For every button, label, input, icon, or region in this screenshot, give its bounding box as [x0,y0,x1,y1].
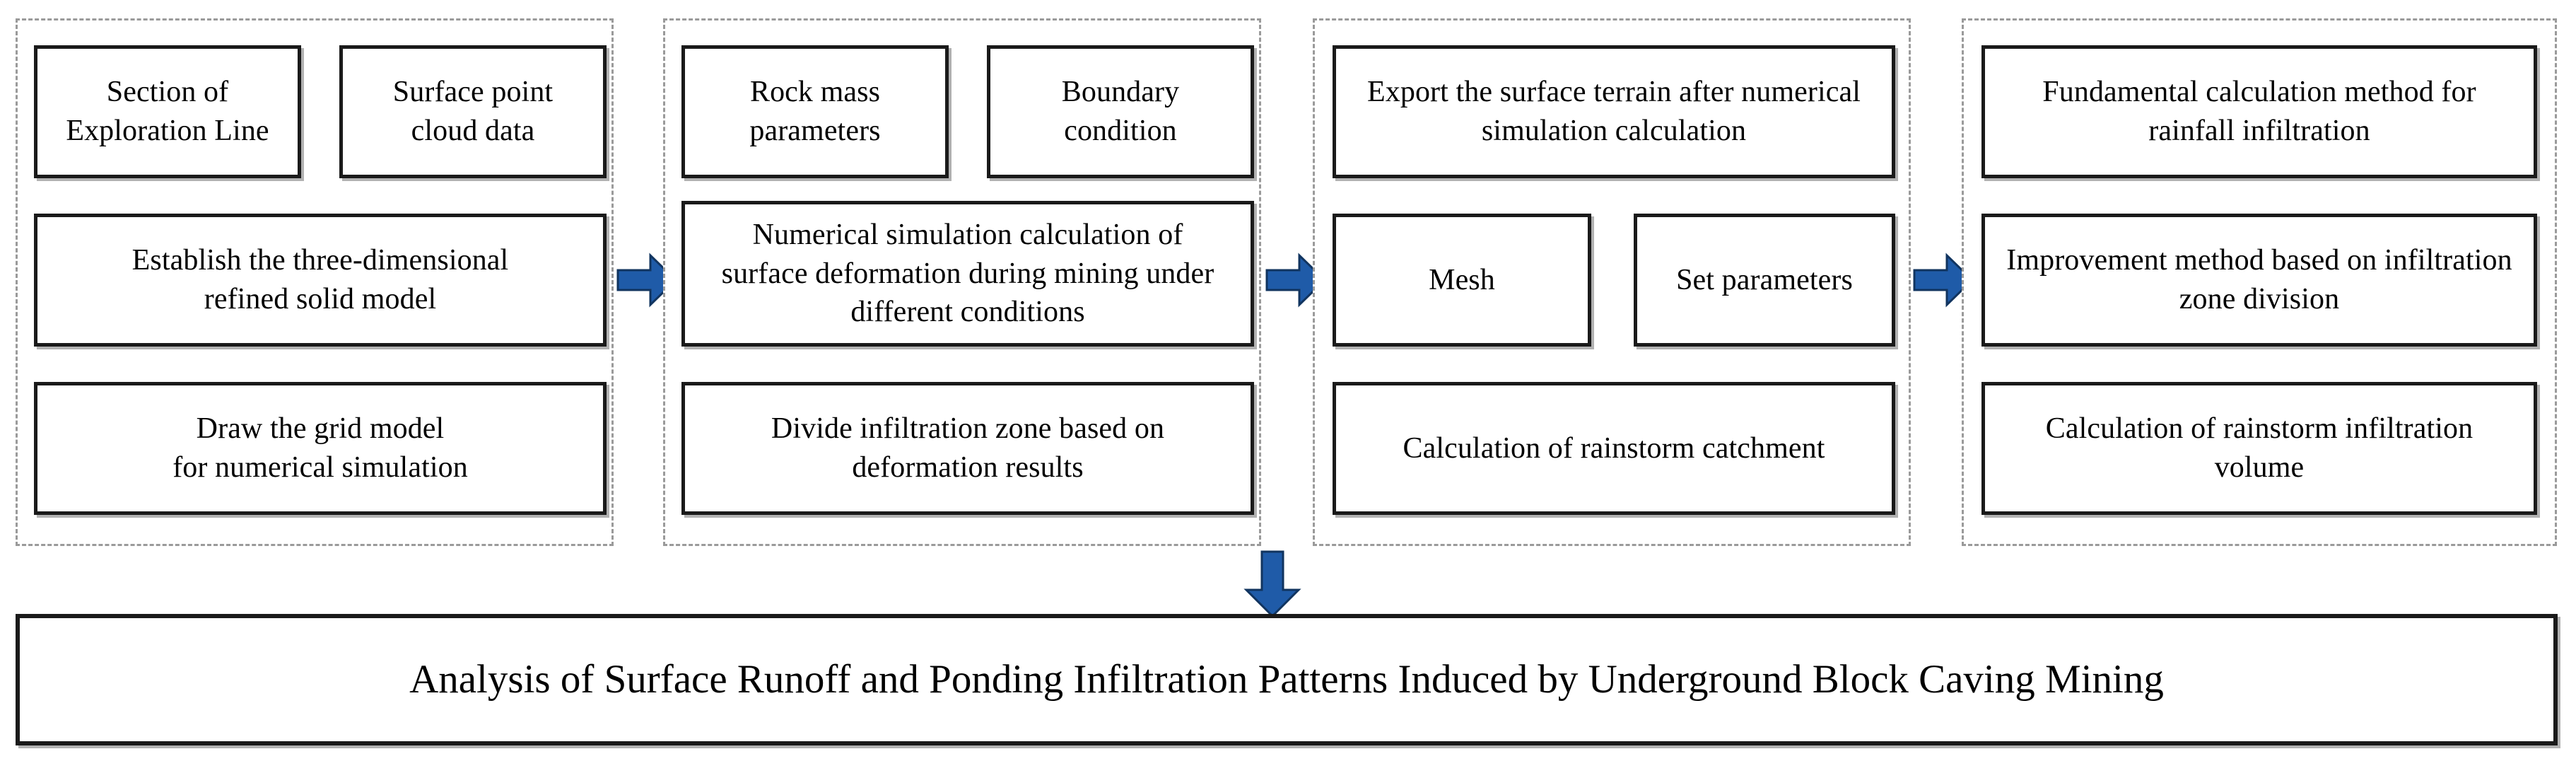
node-section-of-exploration-line[interactable]: Section of Exploration Line [34,45,301,178]
node-label: Section of Exploration Line [66,76,269,147]
node-label: Divide infiltration zone based on deform… [771,412,1165,484]
node-surface-point-cloud-data[interactable]: Surface point cloud data [339,45,607,178]
node-label: Boundary condition [1061,76,1180,147]
node-label: Calculation of rainstorm infiltration vo… [2045,412,2473,484]
arrow-stage3-to-stage4 [1913,252,1974,308]
node-label: Calculation of rainstorm catchment [1403,431,1825,465]
node-label: Set parameters [1676,263,1853,296]
node-numerical-simulation-surface-deformation[interactable]: Numerical simulation calculation of surf… [681,201,1254,347]
node-label: Establish the three-dimensional refined … [131,244,509,315]
arrow-stage2-to-stage3 [1265,252,1326,308]
node-label: Draw the grid model for numerical simula… [172,412,468,484]
conclusion-banner[interactable]: Analysis of Surface Runoff and Ponding I… [16,614,2558,745]
node-draw-grid-model-for-numerical-simulation[interactable]: Draw the grid model for numerical simula… [34,382,607,515]
node-label: Fundamental calculation method for rainf… [2042,76,2476,147]
node-boundary-condition[interactable]: Boundary condition [987,45,1254,178]
arrow-stages-to-conclusion [1242,550,1303,618]
node-label: Rock mass parameters [749,76,881,147]
node-rock-mass-parameters[interactable]: Rock mass parameters [681,45,949,178]
node-calculation-of-rainstorm-catchment[interactable]: Calculation of rainstorm catchment [1333,382,1895,515]
node-label: Improvement method based on infiltration… [2006,244,2512,315]
node-label: Numerical simulation calculation of surf… [721,219,1214,329]
node-set-parameters[interactable]: Set parameters [1634,214,1895,347]
node-establish-3d-refined-solid-model[interactable]: Establish the three-dimensional refined … [34,214,607,347]
node-divide-infiltration-zone[interactable]: Divide infiltration zone based on deform… [681,382,1254,515]
node-calculation-of-rainstorm-infiltration-volume[interactable]: Calculation of rainstorm infiltration vo… [1981,382,2537,515]
node-fundamental-calculation-method-rainfall-infiltration[interactable]: Fundamental calculation method for rainf… [1981,45,2537,178]
node-label: Export the surface terrain after numeric… [1367,76,1861,147]
node-label: Mesh [1429,263,1495,296]
conclusion-banner-title: Analysis of Surface Runoff and Ponding I… [409,656,2164,702]
node-label: Surface point cloud data [392,76,554,147]
node-improvement-method-infiltration-zone-division[interactable]: Improvement method based on infiltration… [1981,214,2537,347]
node-export-surface-terrain[interactable]: Export the surface terrain after numeric… [1333,45,1895,178]
node-mesh[interactable]: Mesh [1333,214,1591,347]
